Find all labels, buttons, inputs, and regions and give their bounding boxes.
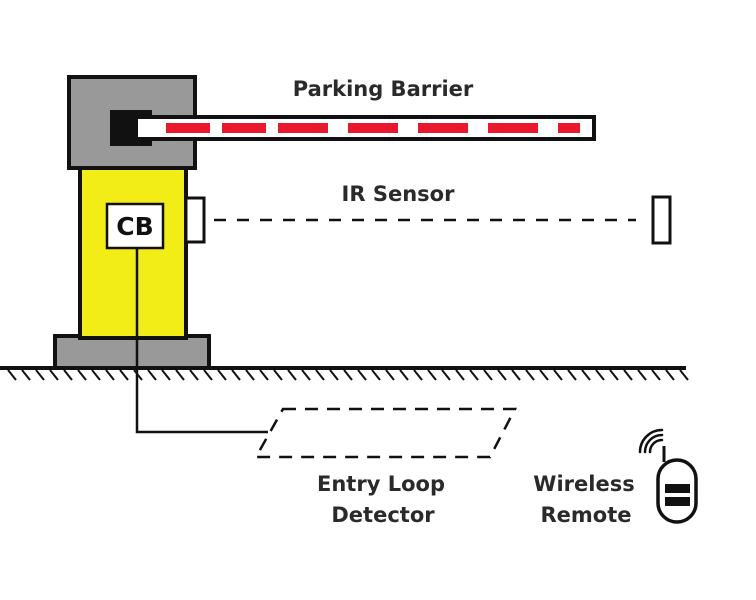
hatch-mark	[567, 369, 577, 381]
barrier-stripe	[278, 123, 328, 133]
hatch-mark	[189, 369, 199, 381]
hatch-mark	[91, 369, 101, 381]
hatch-mark	[511, 369, 521, 381]
hatch-mark	[399, 369, 409, 381]
entry-loop-label-line2: Detector	[331, 503, 435, 527]
hatch-mark	[175, 369, 185, 381]
hatch-mark	[427, 369, 437, 381]
hatch-mark	[581, 369, 591, 381]
hatch-mark	[273, 369, 283, 381]
hatch-mark	[371, 369, 381, 381]
hatch-mark	[161, 369, 171, 381]
hatch-mark	[35, 369, 45, 381]
hatch-mark	[609, 369, 619, 381]
hatch-mark	[147, 369, 157, 381]
hatch-mark	[651, 369, 661, 381]
barrier-stripe	[418, 123, 468, 133]
hatch-mark	[203, 369, 213, 381]
barrier-stripe	[558, 123, 580, 133]
barrier-stripe	[488, 123, 538, 133]
hatch-mark	[315, 369, 325, 381]
barrier-pillar	[78, 166, 188, 340]
ground-hatching	[7, 369, 689, 381]
hatch-mark	[679, 369, 689, 381]
hatch-mark	[105, 369, 115, 381]
hatch-mark	[77, 369, 87, 381]
barrier-stripe	[166, 123, 210, 133]
loop-wire	[135, 248, 268, 434]
ir-sensor-emitter	[184, 196, 206, 244]
hatch-mark	[469, 369, 479, 381]
hatch-mark	[329, 369, 339, 381]
hatch-mark	[21, 369, 31, 381]
hatch-mark	[119, 369, 129, 381]
hatch-mark	[385, 369, 395, 381]
entry-loop-label-line1: Entry Loop	[317, 472, 445, 496]
barrier-stripes	[166, 123, 580, 133]
wireless-remote-label-line1: Wireless	[533, 472, 634, 496]
hatch-mark	[595, 369, 605, 381]
control-box	[105, 202, 165, 250]
hatch-mark	[441, 369, 451, 381]
hatch-mark	[637, 369, 647, 381]
hatch-mark	[287, 369, 297, 381]
hatch-mark	[497, 369, 507, 381]
hatch-mark	[483, 369, 493, 381]
barrier-arm	[134, 115, 596, 141]
signal-waves-icon	[638, 428, 664, 454]
barrier-base	[53, 334, 211, 370]
hatch-mark	[245, 369, 255, 381]
entry-loop	[253, 407, 518, 459]
hatch-mark	[553, 369, 563, 381]
hatch-mark	[7, 369, 17, 381]
hatch-mark	[413, 369, 423, 381]
hatch-mark	[539, 369, 549, 381]
ir-sensor-receiver	[651, 195, 672, 245]
hatch-mark	[665, 369, 675, 381]
hatch-mark	[623, 369, 633, 381]
hatch-mark	[357, 369, 367, 381]
parking-barrier-label: Parking Barrier	[293, 77, 474, 101]
hatch-mark	[455, 369, 465, 381]
hatch-mark	[63, 369, 73, 381]
barrier-stripe	[222, 123, 266, 133]
hatch-mark	[217, 369, 227, 381]
ir-sensor-label: IR Sensor	[342, 182, 456, 206]
hatch-mark	[259, 369, 269, 381]
control-box-label: CB	[116, 212, 153, 241]
hatch-mark	[49, 369, 59, 381]
barrier-stripe	[348, 123, 398, 133]
hatch-mark	[231, 369, 241, 381]
wireless-remote-label-line2: Remote	[540, 503, 631, 527]
hatch-mark	[301, 369, 311, 381]
wireless-remote-icon	[638, 428, 698, 524]
hatch-mark	[525, 369, 535, 381]
hatch-mark	[343, 369, 353, 381]
